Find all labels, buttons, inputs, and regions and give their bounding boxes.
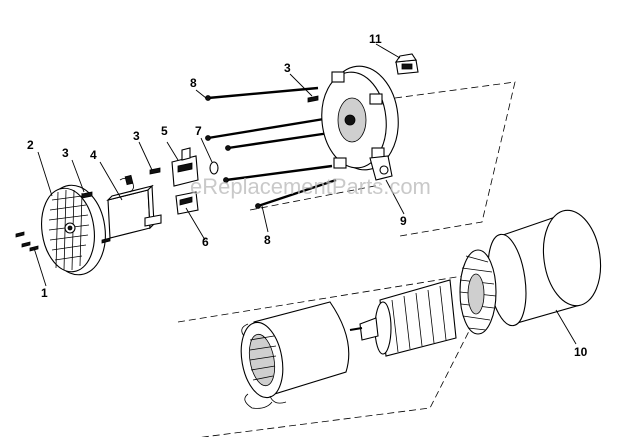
callout-8-bottom: 8 <box>264 233 271 247</box>
armature-fan <box>459 249 497 335</box>
callout-5: 5 <box>161 124 168 138</box>
mounting-clip <box>394 53 419 75</box>
watermark-text: eReplacementParts.com <box>190 174 431 199</box>
callout-6: 6 <box>202 235 209 249</box>
washer <box>209 161 219 175</box>
connector-block <box>144 191 199 227</box>
callout-10: 10 <box>574 345 588 359</box>
motor-housing-shell <box>487 209 602 327</box>
brush-holder <box>171 147 199 187</box>
callout-labels: 2 3 4 3 5 7 8 3 11 1 6 8 9 10 <box>27 32 588 359</box>
screw-part-3-middle <box>149 167 161 175</box>
cover-screws <box>15 231 111 252</box>
callout-3-middle: 3 <box>133 129 140 143</box>
callout-7: 7 <box>195 124 202 138</box>
callout-4: 4 <box>90 148 97 162</box>
callout-leaders <box>33 43 577 345</box>
switch-bracket <box>106 174 155 239</box>
callout-3-left: 3 <box>62 146 69 160</box>
end-bell-cover <box>41 184 106 276</box>
screw-part-3-left <box>81 191 93 199</box>
callout-8-top: 8 <box>190 76 197 90</box>
screw-part-3-top <box>307 95 319 103</box>
callout-9: 9 <box>400 214 407 228</box>
through-bolts <box>205 86 337 209</box>
stator-field <box>240 301 350 409</box>
callout-2: 2 <box>27 138 34 152</box>
callout-1: 1 <box>41 286 48 300</box>
callout-3-top: 3 <box>284 61 291 75</box>
front-housing <box>321 65 399 181</box>
armature <box>349 249 497 357</box>
callout-11: 11 <box>369 32 382 46</box>
assembly-guide-lines <box>177 81 516 437</box>
